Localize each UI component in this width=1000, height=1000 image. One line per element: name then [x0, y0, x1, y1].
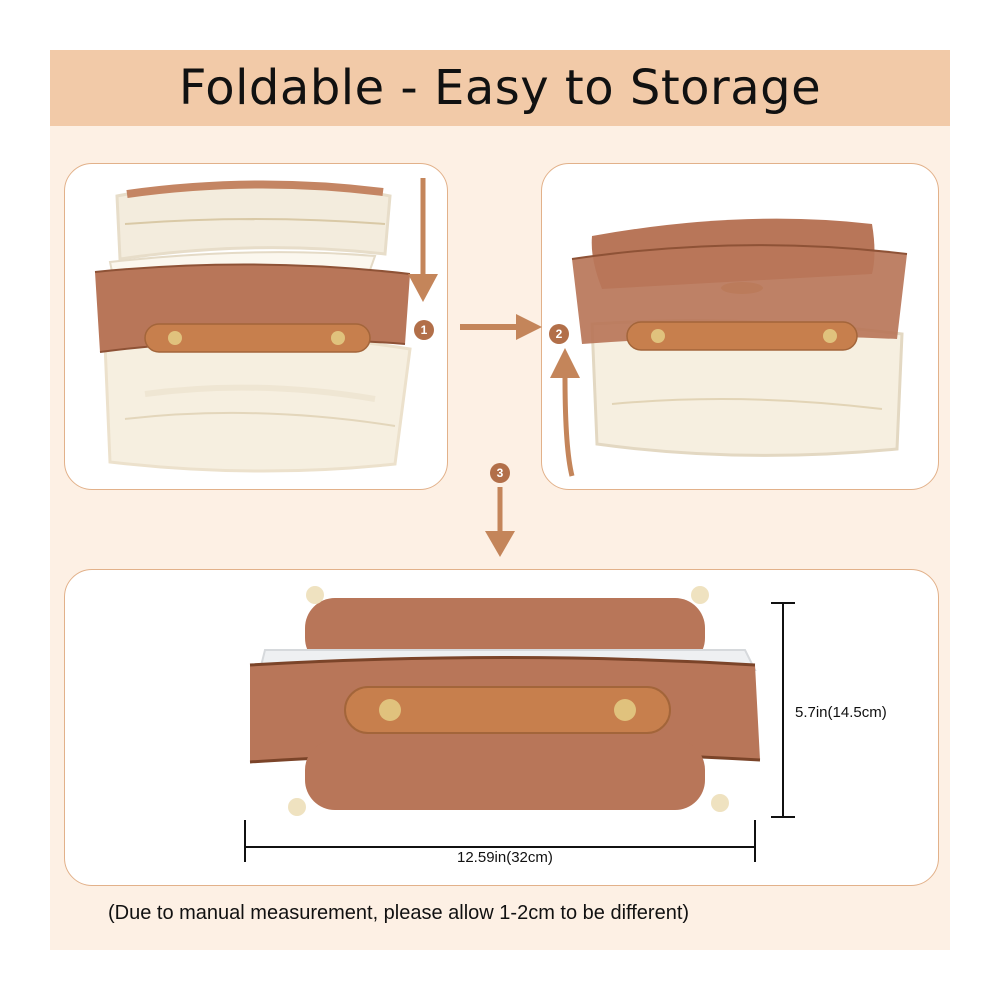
photo-card-folding-bag [541, 163, 939, 490]
photo-card-open-bag [64, 163, 448, 490]
width-dimension-label: 12.59in(32cm) [457, 849, 553, 866]
height-dimension-label: 5.7in(14.5cm) [795, 704, 887, 721]
arrow-up-2 [550, 348, 580, 478]
product-infographic: Foldable - Easy to Storage [50, 50, 950, 950]
page-title: Foldable - Easy to Storage [178, 60, 822, 116]
title-bar: Foldable - Easy to Storage [50, 50, 950, 126]
photo-card-folded-bag [64, 569, 939, 886]
measurement-note: (Due to manual measurement, please allow… [108, 902, 690, 924]
arrow-right [460, 312, 542, 342]
step-badge-3: 3 [490, 463, 510, 483]
open-bag-photo [94, 180, 412, 473]
folded-bag-photo [244, 586, 795, 862]
arrow-down-3 [485, 487, 515, 559]
step-badge-2: 2 [549, 324, 569, 344]
arrow-down-1 [408, 178, 438, 318]
step-badge-1: 1 [414, 320, 434, 340]
folding-bag-photo [571, 218, 908, 457]
